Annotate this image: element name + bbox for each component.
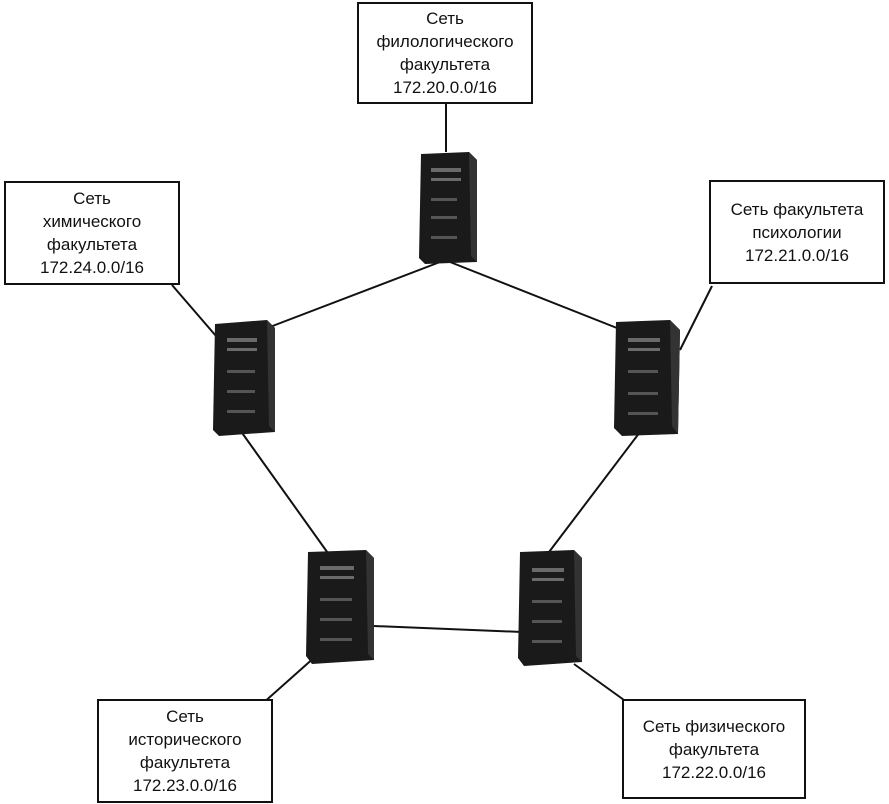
link-history-label [261, 655, 317, 705]
link-history-physics [373, 625, 523, 633]
link-physics-label [573, 663, 625, 701]
ip-range: 172.21.0.0/16 [745, 245, 849, 265]
label-line: Сеть физического [642, 716, 786, 736]
ip-range: 172.20.0.0/16 [393, 78, 497, 97]
server-tower-icon [612, 318, 684, 438]
label-line: Сеть [426, 9, 464, 28]
label-line: Сеть [166, 707, 204, 726]
label-line: факультета [668, 739, 760, 759]
link-chemistry-label [171, 284, 217, 337]
label-line: Сеть [73, 189, 111, 208]
label-line: химического [42, 212, 142, 231]
label-line: психологии [752, 222, 842, 242]
network-label-history: Сеть исторического факультета 172.23.0.0… [97, 699, 273, 803]
link-philology-psychology [449, 261, 623, 331]
label-line: факультета [139, 753, 231, 772]
network-label-psychology: Сеть факультета психологии 172.21.0.0/16 [709, 180, 885, 284]
link-psychology-physics [545, 431, 641, 557]
ip-range: 172.22.0.0/16 [662, 762, 766, 782]
ip-range: 172.23.0.0/16 [133, 776, 237, 795]
server-tower-icon [304, 548, 378, 666]
label-line: филологического [376, 32, 514, 51]
server-tower-icon [211, 318, 279, 438]
link-psychology-label [679, 285, 713, 351]
label-line: факультета [46, 235, 138, 254]
network-label-chemistry: Сеть химического факультета 172.24.0.0/1… [4, 181, 180, 285]
label-line: Сеть факультета [730, 199, 864, 219]
link-chemistry-history [239, 429, 331, 557]
server-tower-icon [417, 150, 481, 266]
ip-range: 172.24.0.0/16 [40, 258, 144, 277]
link-philology-chemistry [261, 261, 441, 331]
label-line: исторического [128, 730, 242, 749]
network-label-physics: Сеть физического факультета 172.22.0.0/1… [622, 699, 806, 799]
network-label-philology: Сеть филологического факультета 172.20.0… [357, 2, 533, 104]
server-tower-icon [516, 548, 586, 668]
label-line: факультета [399, 55, 491, 74]
